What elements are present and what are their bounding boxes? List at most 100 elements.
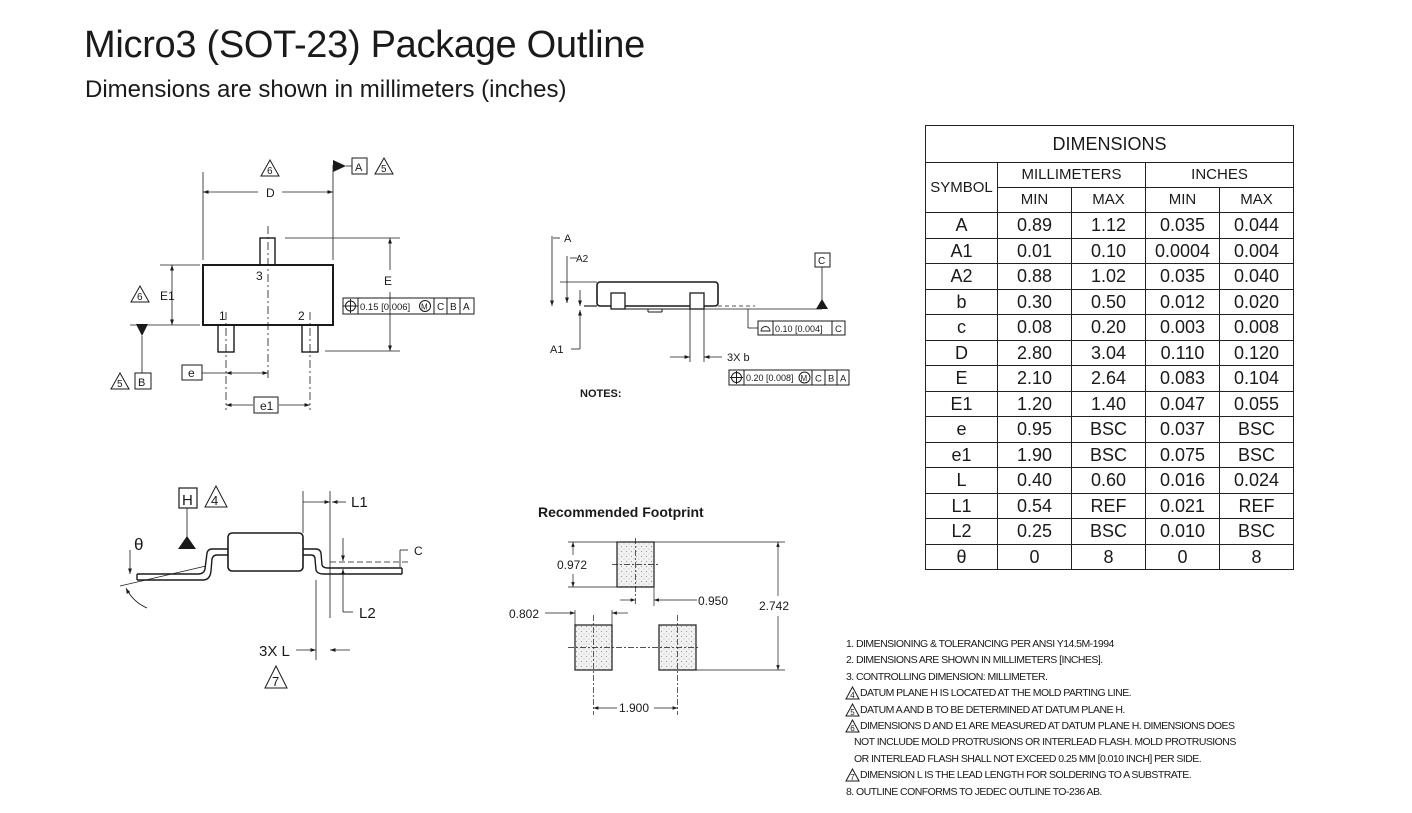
label-datum-B: B	[138, 377, 145, 389]
cell-mm-max: 0.10	[1071, 237, 1146, 264]
cell-in-max: 0.040	[1219, 263, 1294, 290]
cell-in-min: 0.037	[1145, 416, 1220, 443]
cell-mm-min: 1.90	[997, 441, 1072, 468]
cell-in-min: 0.012	[1145, 288, 1220, 315]
note-8: 8. OUTLINE CONFORMS TO JEDEC OUTLINE TO-…	[846, 785, 1102, 798]
cell-in-max: 0.004	[1219, 237, 1294, 264]
cell-in-max: 0.120	[1219, 339, 1294, 366]
package-body-side	[596, 281, 719, 307]
cell-symbol: L	[925, 467, 998, 494]
lead-view-labels: H 4 L1 L2 C 3X L 7 θ	[134, 492, 423, 689]
side-fcf-modifier: M	[801, 374, 808, 383]
side-fcf-datum-3: A	[840, 374, 847, 385]
cell-mm-min: 0.40	[997, 467, 1072, 494]
triangle-icon: 7	[845, 768, 860, 782]
top-view	[110, 156, 475, 414]
label-e1: e1	[260, 399, 274, 413]
note-6-line2: NOT INCLUDE MOLD PROTRUSIONS OR INTERLEA…	[854, 736, 1236, 749]
note-4-text: DATUM PLANE H IS LOCATED AT THE MOLD PAR…	[860, 687, 1132, 700]
dim-0802: 0.802	[509, 607, 539, 621]
pin-3-label: 3	[256, 269, 263, 283]
cell-mm-min: 2.10	[997, 365, 1072, 392]
dim-0950: 0.950	[698, 594, 728, 608]
note-6-line3: OR INTERLEAD FLASH SHALL NOT EXCEED 0.25…	[854, 752, 1202, 765]
cell-mm-min: 0.01	[997, 237, 1072, 264]
notes-title: NOTES:	[580, 388, 622, 400]
footprint-labels: Recommended Footprint 0.972 0.950 0.802 …	[509, 504, 789, 715]
cell-in-max: 0.020	[1219, 288, 1294, 315]
cell-mm-max: 2.64	[1071, 365, 1146, 392]
cell-mm-max: BSC	[1071, 441, 1146, 468]
cell-symbol: D	[925, 339, 998, 366]
footprint	[545, 538, 785, 715]
cell-in-min: 0.075	[1145, 441, 1220, 468]
cell-in-min: 0.016	[1145, 467, 1220, 494]
cell-symbol: L1	[925, 492, 998, 519]
cell-symbol: e1	[925, 441, 998, 468]
note-num-7: 7	[850, 773, 855, 782]
cell-symbol: e	[925, 416, 998, 443]
cell-symbol: A	[925, 212, 998, 239]
cell-mm-max: 1.40	[1071, 390, 1146, 417]
label-E1: E1	[160, 289, 175, 303]
cell-mm-min: 0.95	[997, 416, 1072, 443]
cell-in-min: 0.083	[1145, 365, 1220, 392]
cell-symbol: A1	[925, 237, 998, 264]
flatness-tolerance: 0.10 [0.004]	[775, 324, 823, 334]
cell-in-max: 0.055	[1219, 390, 1294, 417]
note-7-text: DIMENSION L IS THE LEAD LENGTH FOR SOLDE…	[860, 769, 1192, 782]
cell-mm-max: BSC	[1071, 416, 1146, 443]
lead-3	[259, 237, 276, 266]
cell-mm-min: 2.80	[997, 339, 1072, 366]
cell-mm-min: 1.20	[997, 390, 1072, 417]
cell-in-min: 0.110	[1145, 339, 1220, 366]
cell-mm-min: 0.30	[997, 288, 1072, 315]
note-7: 7 DIMENSION L IS THE LEAD LENGTH FOR SOL…	[845, 767, 1236, 783]
note-6: 6 DIMENSIONS D AND E1 ARE MEASURED AT DA…	[845, 718, 1236, 734]
cell-in-max: REF	[1219, 492, 1294, 519]
in-max-header: MAX	[1219, 187, 1294, 213]
cell-symbol: L2	[925, 518, 998, 545]
label-side-A: A	[564, 233, 572, 245]
note-3: 3. CONTROLLING DIMENSION: MILLIMETER.	[846, 670, 1048, 683]
label-3Xb: 3X b	[727, 352, 750, 364]
triangle-icon: 4	[845, 686, 860, 700]
cell-symbol: θ	[925, 543, 998, 570]
side-fcf-tolerance: 0.20 [0.008]	[746, 373, 794, 383]
label-D: D	[266, 186, 275, 200]
side-view-labels: A A2 A1 C 3X b 0.10 [0.004] C 0.20 [0.00…	[550, 233, 847, 400]
cell-mm-max: 3.04	[1071, 339, 1146, 366]
cell-mm-max: 0.20	[1071, 314, 1146, 341]
side-fcf-datum-2: B	[828, 374, 834, 385]
dim-2742: 2.742	[759, 599, 789, 613]
cell-in-max: 0.024	[1219, 467, 1294, 494]
cell-in-min: 0.010	[1145, 518, 1220, 545]
label-side-A2: A2	[576, 254, 589, 265]
label-c: C	[414, 544, 423, 558]
label-datum-A: A	[355, 162, 363, 174]
cell-in-min: 0	[1145, 543, 1220, 570]
pin-2-label: 2	[298, 309, 305, 323]
note-marker-4: 4	[211, 493, 218, 508]
cell-mm-max: 8	[1071, 543, 1146, 570]
cell-symbol: E	[925, 365, 998, 392]
cell-in-max: BSC	[1219, 441, 1294, 468]
fcf-datum-3: A	[463, 302, 470, 313]
cell-in-max: 0.104	[1219, 365, 1294, 392]
cell-symbol: c	[925, 314, 998, 341]
note-num-5: 5	[850, 708, 855, 717]
cell-symbol: b	[925, 288, 998, 315]
note-1: 1. DIMENSIONING & TOLERANCING PER ANSI Y…	[846, 638, 1114, 650]
cell-mm-min: 0	[997, 543, 1072, 570]
note-marker-5: 5	[381, 164, 387, 175]
note-2: 2. DIMENSIONS ARE SHOWN IN MILLIMETERS […	[846, 654, 1103, 667]
